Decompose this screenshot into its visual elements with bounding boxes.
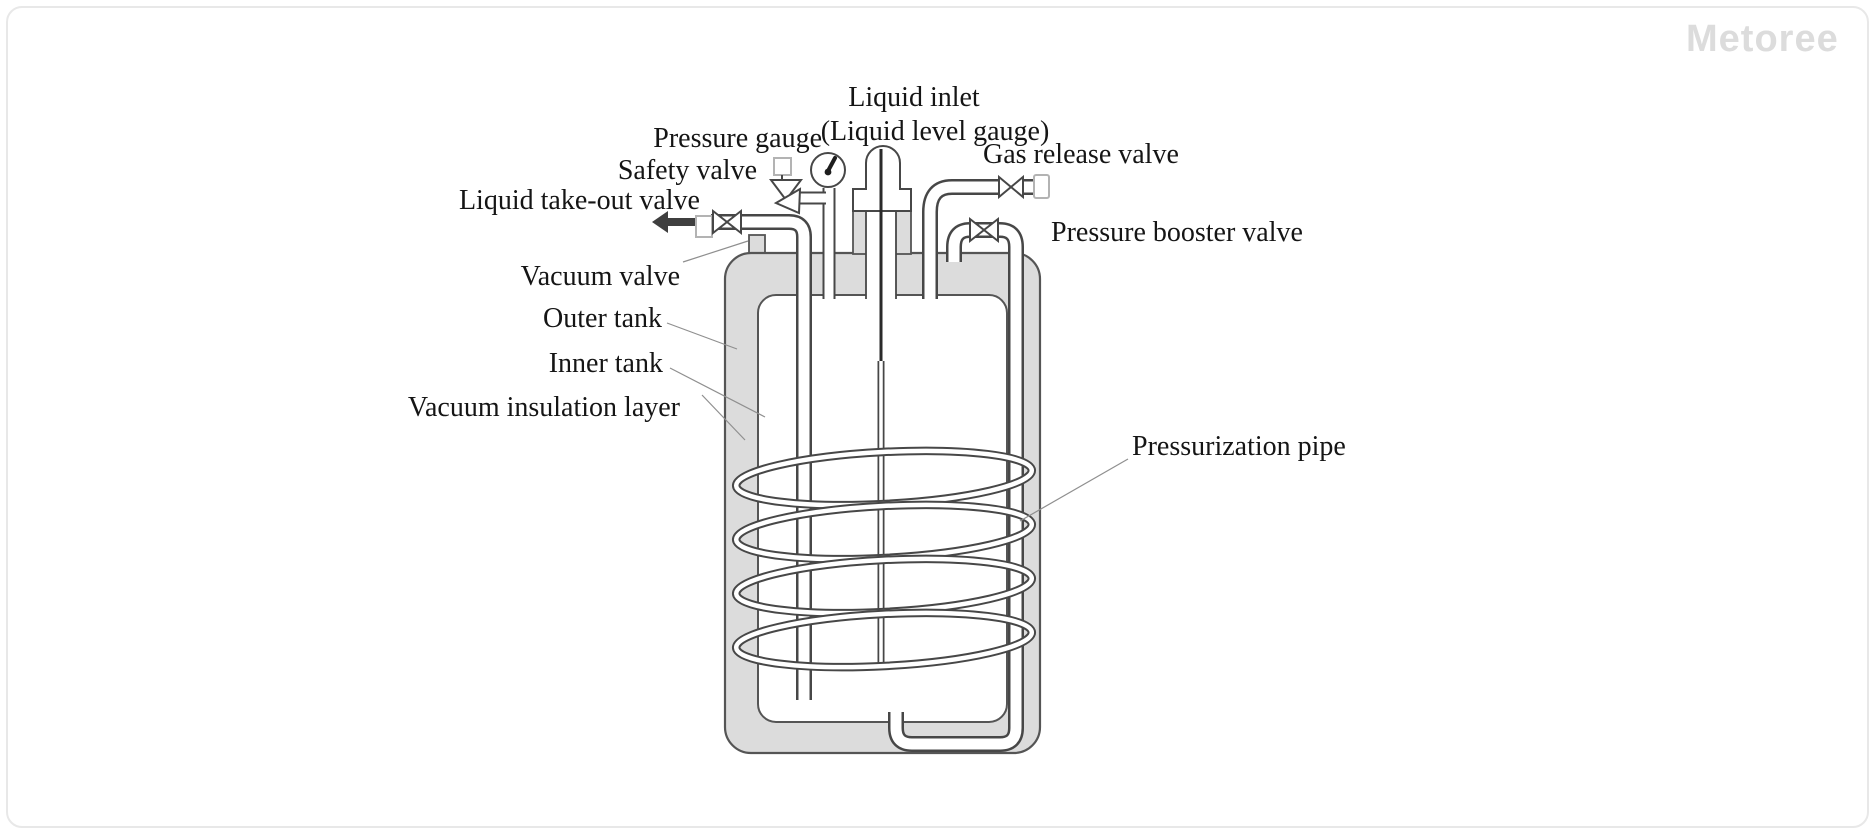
pressure-booster-valve-icon — [969, 216, 986, 244]
flow-arrow-icon — [652, 211, 697, 233]
label-pressure-booster-valve: Pressure booster valve — [1051, 217, 1303, 248]
label-liquid-inlet: Liquid inlet — [848, 82, 980, 113]
leader-vacuum-valve — [682, 240, 749, 263]
label-vacuum-valve: Vacuum valve — [521, 261, 680, 292]
label-liquid-take-out-valve: Liquid take-out valve — [459, 185, 700, 216]
pressurization-coil — [731, 446, 1037, 672]
safety-valve-icon — [769, 179, 803, 202]
gas-pipe-bore — [924, 181, 999, 299]
label-vacuum-insulation-layer: Vacuum insulation layer — [408, 392, 681, 423]
leader-inner-tank — [669, 367, 766, 418]
take-out-pipe-bore — [711, 216, 810, 700]
take-out-connector — [695, 215, 713, 238]
gauge-needle-hub — [824, 168, 832, 176]
labels: Liquid inlet (Liquid level gauge) Pressu… — [408, 82, 1346, 462]
pressure-booster-valve-icon — [982, 216, 999, 244]
gas-release-valve-icon — [998, 174, 1013, 200]
label-liquid-level-gauge: (Liquid level gauge) — [821, 116, 1050, 147]
take-out-valve-icon — [725, 208, 742, 236]
fittings — [652, 152, 1050, 244]
coil-turn-bore — [733, 610, 1035, 670]
label-outer-tank: Outer tank — [543, 303, 662, 334]
gas-release-cap — [1033, 174, 1050, 199]
label-gas-release-valve: Gas release valve — [983, 139, 1179, 170]
label-pressurization-pipe: Pressurization pipe — [1132, 431, 1346, 462]
leader-vacuum-insulation — [701, 394, 746, 441]
safety-valve-arrow-icon — [773, 187, 802, 215]
liquid-inlet-icon — [865, 145, 901, 190]
leader-lines — [666, 240, 1129, 522]
leader-pressurization-pipe — [1019, 458, 1129, 522]
take-out-valve-icon — [712, 208, 729, 236]
safety-valve-cap — [773, 157, 792, 176]
liquid-take-out-pipe — [711, 214, 812, 700]
label-inner-tank: Inner tank — [549, 348, 663, 379]
gas-release-valve-icon — [1009, 174, 1024, 200]
leader-outer-tank — [666, 322, 738, 350]
metoree-logo: Metoree — [1686, 18, 1839, 60]
label-safety-valve: Safety valve — [618, 155, 757, 186]
label-pressure-gauge: Pressure gauge — [653, 123, 822, 154]
